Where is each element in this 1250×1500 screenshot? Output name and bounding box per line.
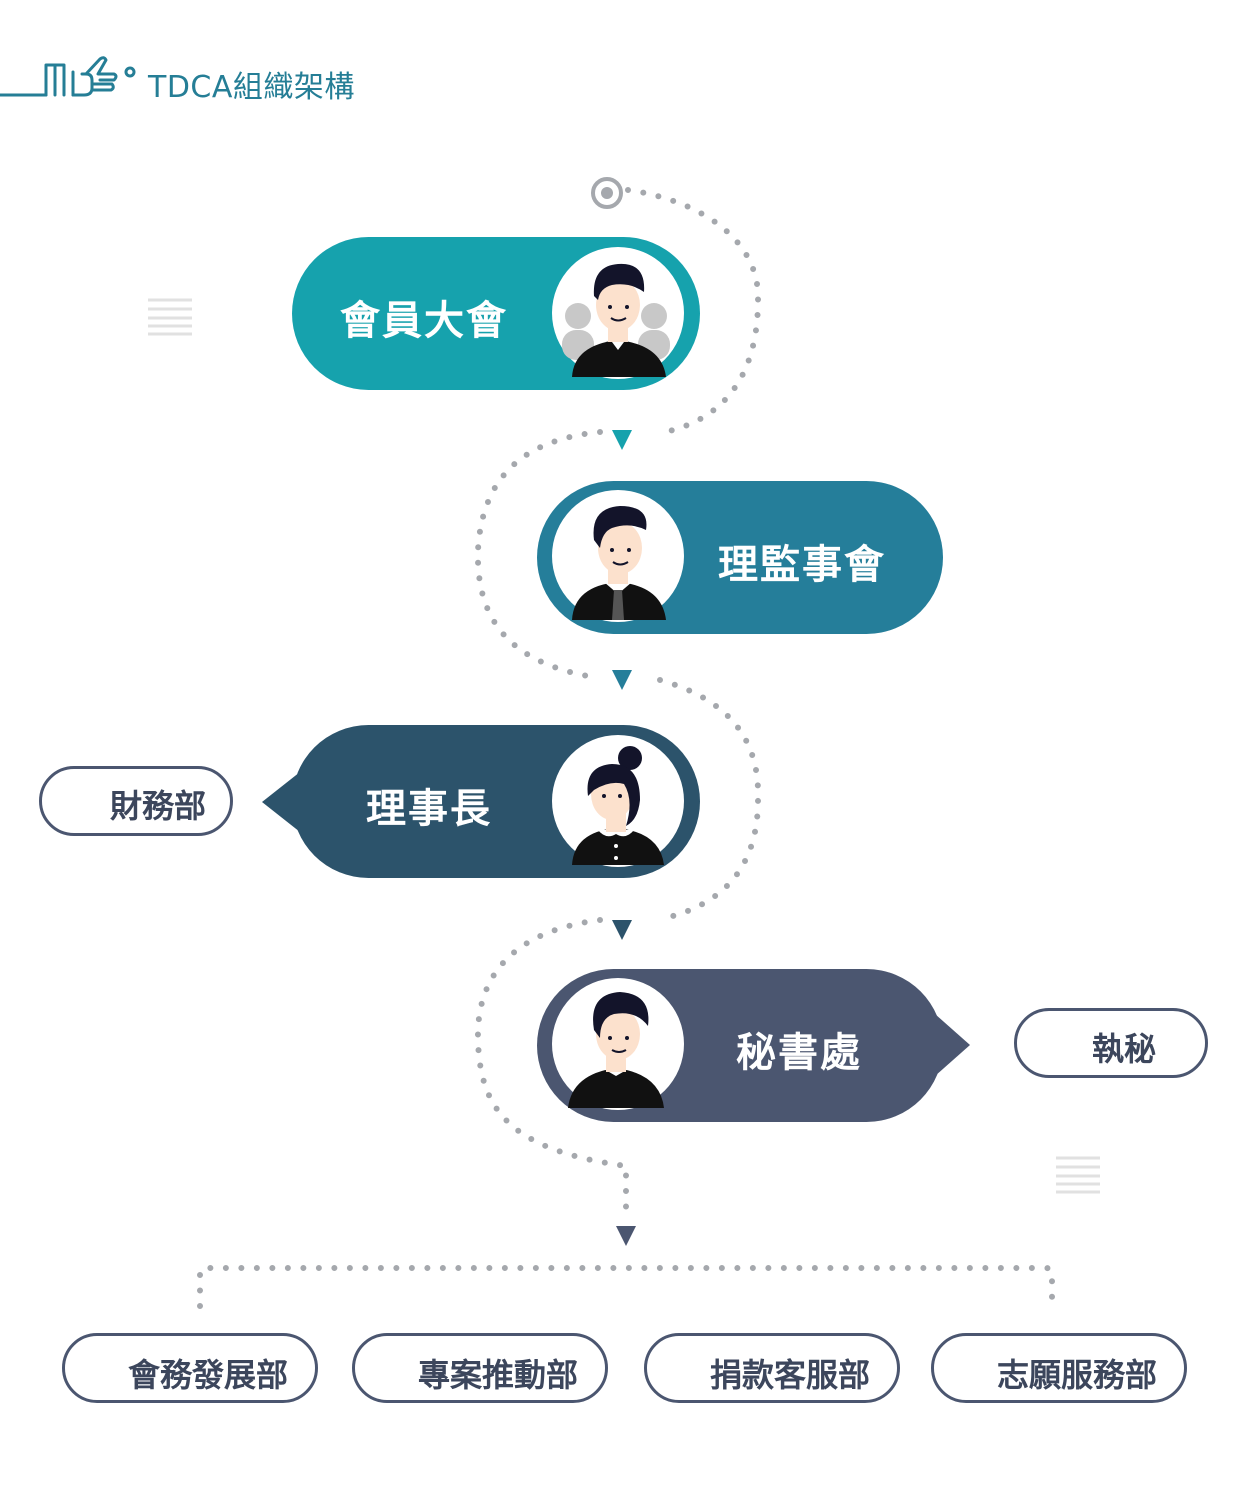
page-title: TDCA組織架構 <box>148 70 355 105</box>
department-label-donation: 捐款客服部 <box>710 1356 871 1394</box>
node-label-chairman: 理事長 <box>366 786 492 832</box>
node-secretariat[interactable] <box>537 969 970 1122</box>
node-label-board: 理監事會 <box>718 542 886 588</box>
side-unit-label-finance: 財務部 <box>110 787 207 825</box>
department-label-membership: 會務發展部 <box>128 1356 289 1394</box>
department-volunteer[interactable] <box>931 1333 1187 1403</box>
hand-pointing-logo-icon <box>0 56 136 97</box>
node-board[interactable] <box>537 481 943 634</box>
arrow-down-icon <box>612 430 632 450</box>
arrow-down-icon <box>616 1226 636 1246</box>
side-unit-finance[interactable] <box>39 766 233 836</box>
department-membership[interactable] <box>62 1333 318 1403</box>
arrow-down-icon <box>612 670 632 690</box>
arrow-down-icon <box>612 920 632 940</box>
decorative-lines-right <box>1056 1156 1100 1194</box>
woman-avatar-icon <box>572 746 664 865</box>
node-general-assembly[interactable] <box>292 237 700 390</box>
node-chairman[interactable] <box>262 725 700 878</box>
department-projects[interactable] <box>352 1333 608 1403</box>
man-avatar-icon <box>572 506 666 620</box>
node-label-general-assembly: 會員大會 <box>340 298 508 344</box>
start-target-icon <box>591 177 623 209</box>
side-unit-executive-secretary[interactable] <box>1014 1008 1208 1078</box>
department-connector <box>197 1265 1055 1309</box>
department-label-projects: 專案推動部 <box>418 1356 579 1394</box>
man-avatar-icon <box>568 992 664 1108</box>
node-label-secretariat: 秘書處 <box>736 1030 862 1076</box>
decorative-lines-left <box>148 298 192 336</box>
department-donation[interactable] <box>644 1333 900 1403</box>
dotted-connector-path <box>474 187 762 1215</box>
department-label-volunteer: 志願服務部 <box>997 1356 1158 1394</box>
side-unit-label-executive-secretary: 執秘 <box>1092 1030 1157 1068</box>
group-avatar-icon <box>562 263 670 377</box>
